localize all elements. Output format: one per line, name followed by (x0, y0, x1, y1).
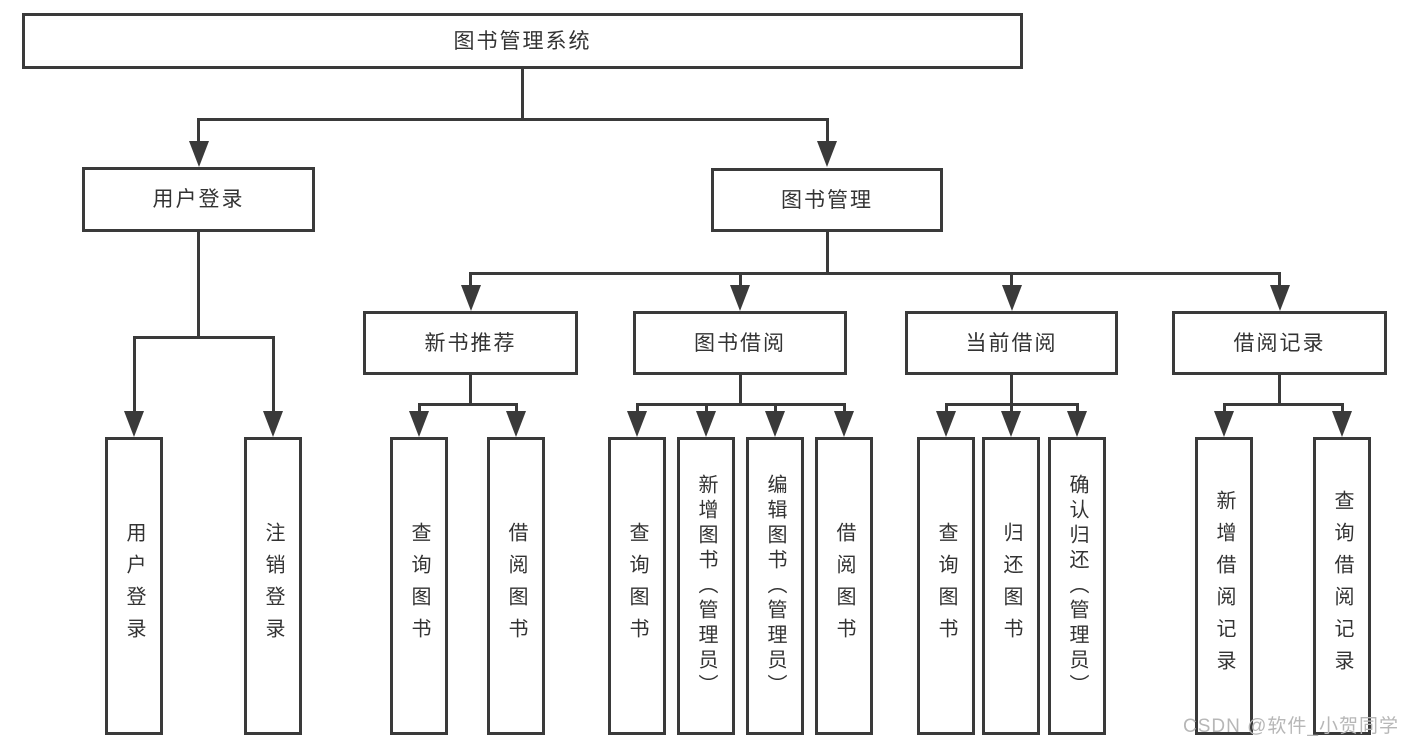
arrow-down-icon (1214, 411, 1234, 437)
node-label-borrow-books-borrowing: 借阅图书 (833, 522, 855, 650)
arrow-down-icon (1269, 285, 1290, 311)
node-label-query-books-borrowing: 查询图书 (626, 522, 648, 650)
arrow-down-icon (409, 411, 429, 437)
connector-line (1340, 403, 1344, 415)
arrow-down-icon (730, 285, 750, 311)
connector-line (773, 403, 777, 415)
connector-line (271, 336, 275, 415)
connector-line (1278, 375, 1281, 406)
node-user-login-action: 用户登录 (105, 437, 163, 735)
arrow-down-icon (765, 411, 785, 437)
connector-line (738, 375, 742, 406)
connector-line (469, 272, 472, 289)
connector-line (197, 118, 829, 121)
connector-line (521, 69, 524, 121)
arrow-down-icon (696, 411, 716, 437)
node-new-book-recommendation: 新书推荐 (363, 311, 578, 375)
connector-line (1075, 403, 1079, 415)
connector-line (197, 118, 200, 145)
node-label-user-login-action: 用户登录 (123, 522, 145, 650)
arrow-down-icon (460, 285, 481, 311)
node-label-user-login: 用户登录 (152, 188, 245, 211)
node-label-query-borrow-record: 查询借阅记录 (1331, 490, 1353, 682)
node-label-new-book-recommendation: 新书推荐 (424, 331, 517, 355)
node-label-borrowing-records: 借阅记录 (1233, 331, 1326, 355)
connector-line (635, 403, 846, 406)
arrow-down-icon (627, 411, 647, 437)
arrow-down-icon (936, 411, 956, 437)
node-user-login: 用户登录 (82, 167, 315, 232)
node-confirm-return-admin: 确认归还（管理员） (1048, 437, 1106, 735)
node-add-borrow-record: 新增借阅记录 (1195, 437, 1253, 735)
node-label-add-borrow-record: 新增借阅记录 (1213, 490, 1235, 682)
connector-line (704, 403, 708, 415)
node-book-management: 图书管理 (711, 168, 943, 232)
arrow-down-icon (834, 411, 854, 437)
node-edit-books-admin: 编辑图书（管理员） (746, 437, 804, 735)
node-query-books-recommend: 查询图书 (390, 437, 448, 735)
arrow-down-icon (1067, 411, 1087, 437)
node-label-query-books-recommend: 查询图书 (408, 522, 430, 650)
arrow-down-icon (1332, 411, 1352, 437)
node-label-return-books: 归还图书 (1000, 522, 1022, 650)
node-label-edit-books-admin: 编辑图书（管理员） (764, 473, 786, 699)
node-return-books: 归还图书 (982, 437, 1040, 735)
connector-line (944, 403, 948, 415)
arrow-down-icon (1001, 411, 1021, 437)
watermark: CSDN @软件_小贺同学 (1183, 716, 1399, 737)
connector-line (132, 336, 275, 339)
node-query-books-borrowing: 查询图书 (608, 437, 666, 735)
node-book-borrowing: 图书借阅 (633, 311, 847, 375)
node-label-logout-action: 注销登录 (262, 522, 284, 650)
arrow-down-icon (263, 411, 283, 437)
arrow-down-icon (817, 141, 837, 167)
arrow-down-icon (506, 411, 526, 437)
node-label-book-borrowing: 图书借阅 (694, 331, 786, 355)
connector-line (738, 272, 742, 289)
connector-line (635, 403, 639, 415)
node-logout-action: 注销登录 (244, 437, 302, 735)
node-query-books-current: 查询图书 (917, 437, 975, 735)
connector-line (417, 403, 518, 406)
arrow-down-icon (188, 141, 209, 167)
node-borrow-books-borrowing: 借阅图书 (815, 437, 873, 735)
connector-line (1222, 403, 1226, 415)
connector-line (514, 403, 518, 415)
node-root: 图书管理系统 (22, 13, 1023, 69)
node-add-books-admin: 新增图书（管理员） (677, 437, 735, 735)
connector-line (1222, 403, 1344, 406)
node-borrow-books-recommend: 借阅图书 (487, 437, 545, 735)
node-label-borrow-books-recommend: 借阅图书 (505, 522, 527, 650)
connector-line (469, 375, 472, 406)
connector-line (825, 232, 829, 275)
node-label-confirm-return-admin: 确认归还（管理员） (1066, 473, 1088, 699)
node-label-current-borrowing: 当前借阅 (965, 331, 1058, 355)
node-label-book-management: 图书管理 (781, 188, 873, 212)
node-query-borrow-record: 查询借阅记录 (1313, 437, 1371, 735)
node-label-add-books-admin: 新增图书（管理员） (695, 473, 717, 699)
node-borrowing-records: 借阅记录 (1172, 311, 1387, 375)
connector-line (469, 272, 1281, 275)
connector-line (825, 118, 829, 145)
connector-line (132, 336, 136, 415)
connector-line (1009, 403, 1013, 415)
arrow-down-icon (1001, 285, 1022, 311)
connector-line (417, 403, 421, 415)
node-label-query-books-current: 查询图书 (935, 522, 957, 650)
connector-line (1010, 375, 1013, 406)
node-label-root: 图书管理系统 (453, 29, 592, 53)
connector-line (842, 403, 846, 415)
arrow-down-icon (124, 411, 144, 437)
connector-line (1278, 272, 1281, 289)
connector-line (1010, 272, 1013, 289)
connector-line (197, 232, 200, 339)
node-current-borrowing: 当前借阅 (905, 311, 1118, 375)
